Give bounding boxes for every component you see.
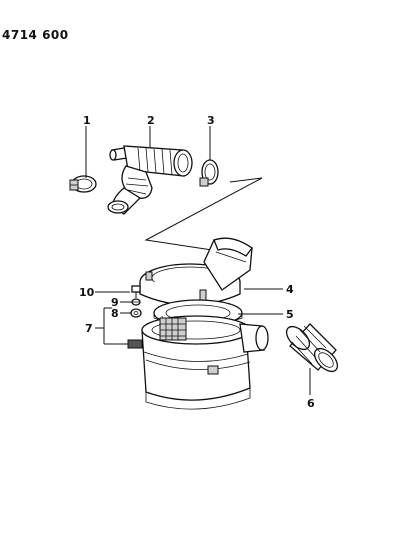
callout-4: 4 [286,283,294,296]
callout-3: 3 [207,114,215,127]
callout-10: 10 [79,286,95,299]
air-duct [285,323,339,373]
grommet [130,308,142,318]
intake-hose [107,145,193,215]
callout-6: 6 [307,397,315,410]
drawing-code: 4714 600 [2,28,69,42]
air-cleaner-cover [139,237,253,306]
leader-lines [85,126,311,395]
callout-5: 5 [286,308,294,321]
hose-clamp-right [199,159,219,187]
callout-7: 7 [85,322,93,335]
callout-1: 1 [83,114,91,127]
housing-mesh [159,317,187,341]
wing-bolt [131,285,141,298]
hose-clamp-left [69,175,97,193]
callout-8: 8 [111,307,119,320]
air-cleaner-housing [127,315,269,410]
washer [131,298,141,306]
callout-9: 9 [111,296,119,309]
callout-2: 2 [147,114,155,127]
